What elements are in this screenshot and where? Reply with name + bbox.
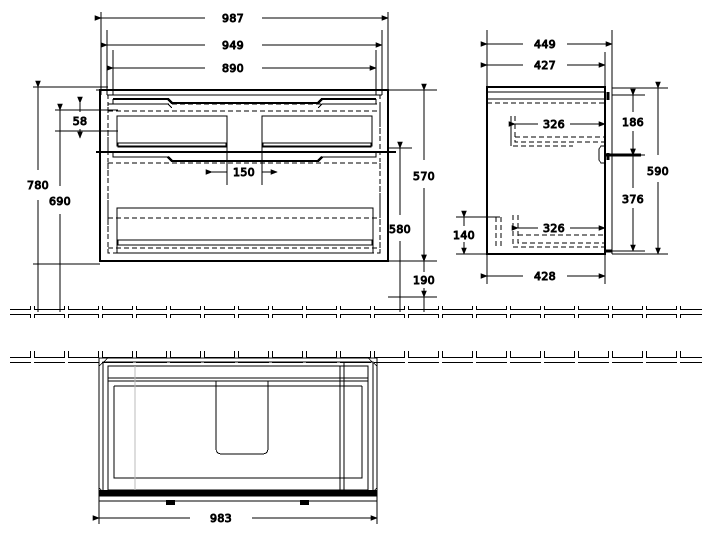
plan-view: 983: [92, 357, 378, 526]
front-lower-drawer-solid-details: [116, 207, 374, 254]
dim-376: 376: [612, 148, 645, 252]
dim-140: 140: [453, 210, 500, 255]
dim-427-label: 427: [534, 59, 556, 72]
dim-190: 190: [413, 254, 435, 298]
dim-983-label: 983: [210, 512, 232, 525]
dim-326-lower: 326: [511, 222, 606, 236]
front-extension-lines: [100, 12, 389, 95]
dim-580: 580: [389, 141, 411, 300]
front-upper-drawer-solid-details: [116, 115, 373, 148]
front-upper-drawer: [112, 97, 377, 109]
dim-449: 449: [480, 38, 613, 52]
dim-428: 428: [480, 254, 606, 284]
dim-376-label: 376: [622, 193, 644, 206]
hatch-leader-ticks: [37, 296, 425, 312]
side-extension-lines: [486, 30, 613, 92]
hatch-band-lower: [10, 351, 702, 363]
dim-186-label: 186: [622, 116, 644, 129]
dim-780-label: 780: [27, 179, 49, 192]
dim-326-lower-label: 326: [543, 222, 565, 235]
dim-428-label: 428: [534, 270, 556, 283]
dim-326-upper-label: 326: [543, 118, 565, 131]
side-back-panel: [604, 87, 613, 254]
dim-949: 949: [100, 39, 383, 53]
dim-690: 690: [49, 103, 71, 300]
dim-190-label: 190: [413, 274, 435, 287]
dim-58-label: 58: [73, 115, 88, 128]
plan-side-jambs: [134, 362, 345, 494]
dim-449-label: 449: [534, 38, 556, 51]
dim-890: 890: [106, 62, 377, 76]
plan-inner-frame-2: [107, 365, 369, 491]
dim-150-label: 150: [233, 166, 255, 179]
side-elevation-view: 449 427: [453, 30, 669, 284]
front-middle-handle-bar: [96, 150, 396, 163]
dim-890-label: 890: [222, 62, 244, 75]
plan-inner-frame-1: [102, 361, 374, 495]
dim-186: 186: [612, 88, 645, 156]
dim-570: 570: [413, 83, 435, 262]
front-right-extension-lines: [388, 89, 437, 298]
front-upper-hidden-lines: [107, 103, 381, 153]
dim-987-label: 987: [222, 12, 244, 25]
dim-150: 150: [205, 140, 278, 185]
hatch-band-upper: [10, 306, 702, 318]
dim-140-label: 140: [453, 229, 475, 242]
plan-basin-outline: [108, 377, 368, 479]
front-elevation-view: 987 949 890: [27, 12, 437, 300]
plan-outer-frame: [98, 357, 378, 499]
dim-58: 58: [72, 96, 88, 139]
plan-bottom-rail: [98, 490, 378, 505]
dim-570-label: 570: [413, 170, 435, 183]
dim-326-upper: 326: [508, 118, 606, 132]
dim-987: 987: [94, 12, 389, 26]
dim-983: 983: [92, 498, 378, 526]
plan-bowl-recess: [215, 381, 269, 455]
dim-949-label: 949: [222, 39, 244, 52]
dim-780: 780: [27, 80, 49, 300]
front-h-extension-lines: [33, 86, 118, 265]
front-side-panels: [107, 95, 381, 255]
plan-corner-leaders: [98, 357, 378, 497]
dim-590: 590: [612, 81, 669, 255]
dim-580-label: 580: [389, 223, 411, 236]
dim-427: 427: [480, 59, 606, 73]
dim-690-label: 690: [49, 195, 71, 208]
dim-590-label: 590: [647, 165, 669, 178]
